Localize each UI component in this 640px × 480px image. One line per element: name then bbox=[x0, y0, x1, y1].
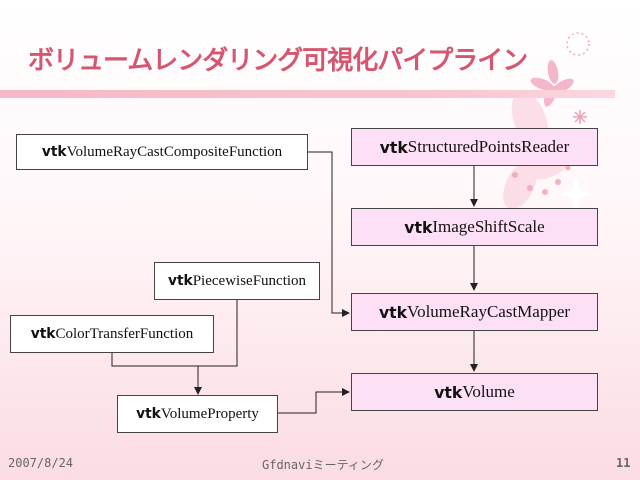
node-prefix: vtk bbox=[136, 406, 161, 422]
node-prefix: vtk bbox=[30, 326, 56, 342]
node-prefix: vtk bbox=[378, 302, 407, 322]
node-label: StructuredPointsReader bbox=[407, 137, 570, 156]
title-underline bbox=[0, 90, 615, 98]
arrow-color-to-property bbox=[111, 352, 198, 367]
node-label: VolumeRayCastMapper bbox=[406, 302, 571, 321]
slide-title: ボリュームレンダリング可視化パイプライン bbox=[28, 46, 528, 76]
arrow-property-to-volume bbox=[278, 388, 350, 414]
node-label: PiecewiseFunction bbox=[192, 272, 307, 289]
node-label: Volume bbox=[462, 382, 515, 401]
node-prefix: vtk bbox=[379, 137, 408, 157]
node-prefix: vtk bbox=[41, 144, 67, 160]
node-label: ImageShiftScale bbox=[432, 217, 545, 236]
node-label: VolumeProperty bbox=[160, 405, 259, 422]
node-prefix: vtk bbox=[167, 273, 193, 289]
arrow-composite-to-mapper bbox=[308, 151, 350, 317]
footer-date: 2007/8/24 bbox=[8, 456, 74, 470]
arrow-piecewise-to-property bbox=[194, 300, 238, 395]
footer-center: Gfdnaviミーティング bbox=[262, 458, 384, 472]
node-label: VolumeRayCastCompositeFunction bbox=[66, 143, 283, 160]
footer-page-number: 11 bbox=[616, 456, 631, 470]
node-prefix: vtk bbox=[404, 217, 433, 237]
node-label: ColorTransferFunction bbox=[55, 325, 194, 342]
node-prefix: vtk bbox=[434, 382, 463, 402]
